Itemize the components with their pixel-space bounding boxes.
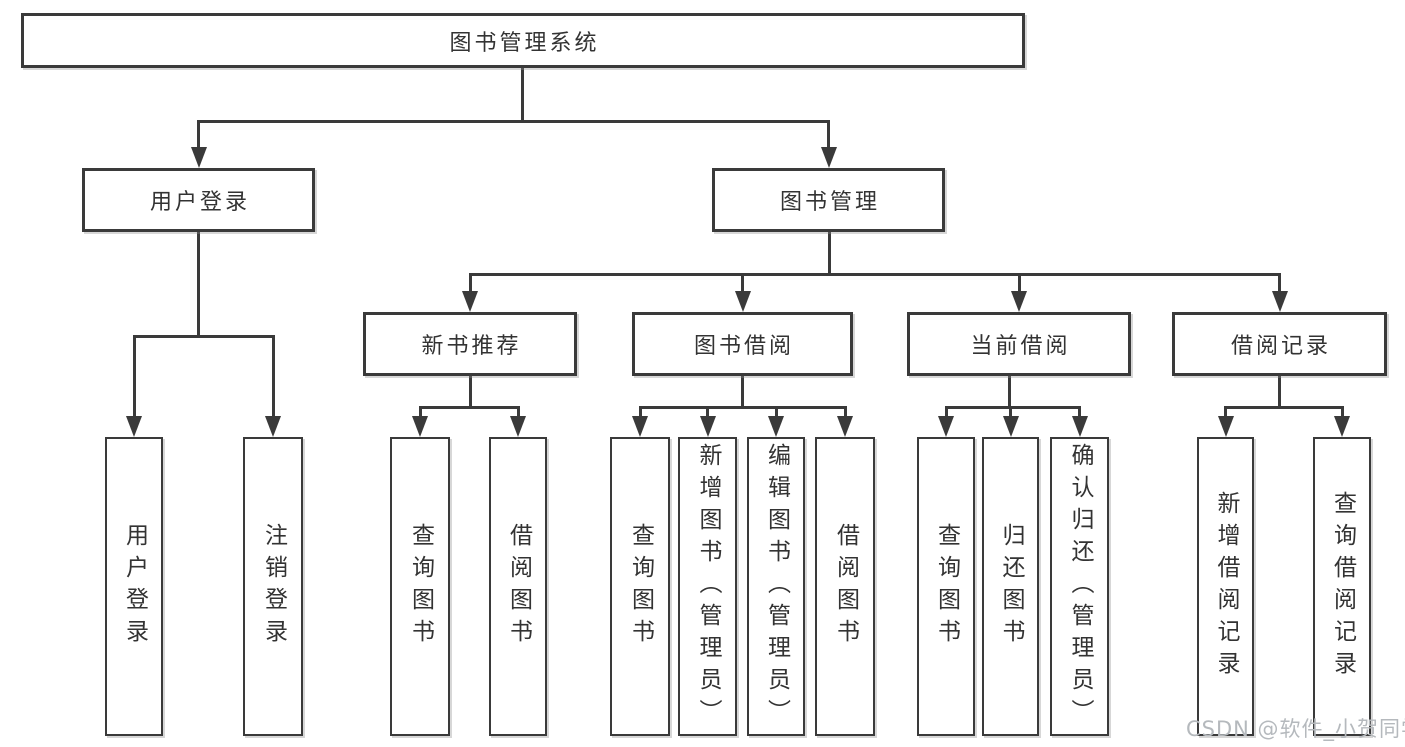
connector-drop-br-query: [1340, 406, 1344, 418]
arrowhead-down-icon: [768, 416, 784, 437]
node-label-bb-edit: 编辑图书（管理员）: [763, 442, 790, 731]
node-bb-add: 新增图书（管理员）: [678, 437, 737, 736]
csdn-watermark: CSDN @软件_小贺同学: [1186, 717, 1405, 741]
arrowhead-down-icon: [699, 416, 716, 437]
connector-drop-login: [132, 335, 136, 418]
connector-drop-cb-return: [1009, 406, 1012, 418]
node-br-add: 新增借阅记录: [1197, 437, 1254, 736]
node-label-cb-return: 归还图书: [998, 522, 1024, 651]
node-label-cb-query: 查询图书: [933, 522, 960, 651]
node-root: 图书管理系统: [21, 13, 1025, 68]
connector-drop-bb-edit: [774, 406, 778, 418]
node-label-user-login: 用户登录: [149, 190, 250, 215]
arrowhead-down-icon: [462, 291, 478, 312]
connector-trunk-book-mgmt: [827, 232, 831, 276]
node-bb-borrow: 借阅图书: [815, 437, 875, 736]
arrowhead-down-icon: [1071, 416, 1088, 437]
connector-trunk-new-book: [468, 376, 472, 409]
node-nb-query: 查询图书: [390, 437, 450, 736]
node-label-nb-query: 查询图书: [407, 522, 434, 651]
node-label-book-borrow: 图书借阅: [693, 334, 794, 359]
arrowhead-down-icon: [1002, 416, 1019, 437]
node-label-book-mgmt: 图书管理: [779, 190, 880, 215]
node-label-br-add: 新增借阅记录: [1213, 490, 1239, 683]
arrowhead-down-icon: [1011, 291, 1027, 312]
arrowhead-down-icon: [734, 291, 751, 312]
connector-drop-new-book: [468, 273, 472, 293]
node-label-logout: 注销登录: [260, 522, 287, 651]
node-label-new-book: 新书推荐: [421, 334, 522, 359]
connector-trunk-book-borrow: [740, 376, 744, 409]
node-user-login: 用户登录: [82, 168, 315, 232]
connector-branch-current-borrow: [944, 406, 1081, 409]
node-login: 用户登录: [105, 437, 163, 736]
arrowhead-down-icon: [1334, 416, 1350, 437]
node-logout: 注销登录: [243, 437, 303, 736]
node-cb-return: 归还图书: [982, 437, 1039, 736]
node-label-bb-borrow: 借阅图书: [832, 522, 859, 651]
connector-branch-book-borrow: [638, 406, 847, 409]
arrowhead-down-icon: [632, 416, 648, 437]
node-label-root: 图书管理系统: [449, 30, 600, 56]
node-label-cb-confirm: 确认归还（管理员）: [1067, 442, 1093, 731]
node-current-borrow: 当前借阅: [907, 312, 1131, 376]
connector-branch-book-mgmt: [468, 273, 1281, 276]
node-bb-query: 查询图书: [610, 437, 670, 736]
arrowhead-down-icon: [190, 147, 207, 168]
connector-drop-current-borrow: [1017, 273, 1021, 293]
node-label-nb-borrow: 借阅图书: [505, 522, 532, 651]
connector-drop-borrow-record: [1278, 273, 1281, 293]
connector-drop-user-login: [197, 120, 200, 149]
node-label-bb-query: 查询图书: [627, 522, 654, 651]
connector-drop-book-borrow: [741, 273, 744, 293]
connector-drop-bb-borrow: [843, 406, 847, 418]
connector-trunk-borrow-record: [1277, 376, 1281, 409]
connector-drop-logout: [271, 335, 275, 418]
node-label-login: 用户登录: [121, 522, 148, 651]
arrowhead-down-icon: [412, 416, 428, 437]
arrowhead-down-icon: [938, 416, 954, 437]
node-label-bb-add: 新增图书（管理员）: [695, 442, 721, 731]
connector-branch-user-login: [132, 335, 275, 338]
connector-drop-nb-borrow: [516, 406, 520, 418]
connector-drop-cb-query: [944, 406, 948, 418]
node-label-br-query: 查询借阅记录: [1329, 490, 1356, 683]
connector-branch-borrow-record: [1224, 406, 1344, 409]
node-br-query: 查询借阅记录: [1313, 437, 1371, 736]
connector-trunk-user-login: [196, 232, 200, 338]
connector-drop-bb-query: [638, 406, 642, 418]
arrowhead-down-icon: [837, 416, 853, 437]
arrowhead-down-icon: [126, 416, 142, 437]
node-book-mgmt: 图书管理: [712, 168, 945, 232]
node-cb-confirm: 确认归还（管理员）: [1050, 437, 1109, 736]
connector-trunk-root: [520, 68, 524, 123]
connector-drop-book-mgmt: [827, 120, 830, 149]
connector-drop-nb-query: [418, 406, 422, 418]
connector-branch-new-book: [418, 406, 520, 409]
connector-branch-root: [197, 120, 830, 123]
node-new-book: 新书推荐: [363, 312, 577, 376]
node-book-borrow: 图书借阅: [632, 312, 853, 376]
node-borrow-record: 借阅记录: [1172, 312, 1387, 376]
arrowhead-down-icon: [820, 147, 837, 168]
node-label-current-borrow: 当前借阅: [970, 334, 1071, 359]
arrowhead-down-icon: [1217, 416, 1234, 437]
arrowhead-down-icon: [510, 416, 526, 437]
node-label-borrow-record: 借阅记录: [1230, 334, 1331, 359]
connector-drop-cb-confirm: [1078, 406, 1081, 418]
connector-trunk-current-borrow: [1007, 376, 1011, 409]
arrowhead-down-icon: [265, 416, 281, 437]
node-bb-edit: 编辑图书（管理员）: [747, 437, 805, 736]
connector-drop-bb-add: [706, 406, 709, 418]
arrowhead-down-icon: [1271, 291, 1288, 312]
node-cb-query: 查询图书: [917, 437, 975, 736]
node-nb-borrow: 借阅图书: [489, 437, 547, 736]
connector-drop-br-add: [1224, 406, 1227, 418]
